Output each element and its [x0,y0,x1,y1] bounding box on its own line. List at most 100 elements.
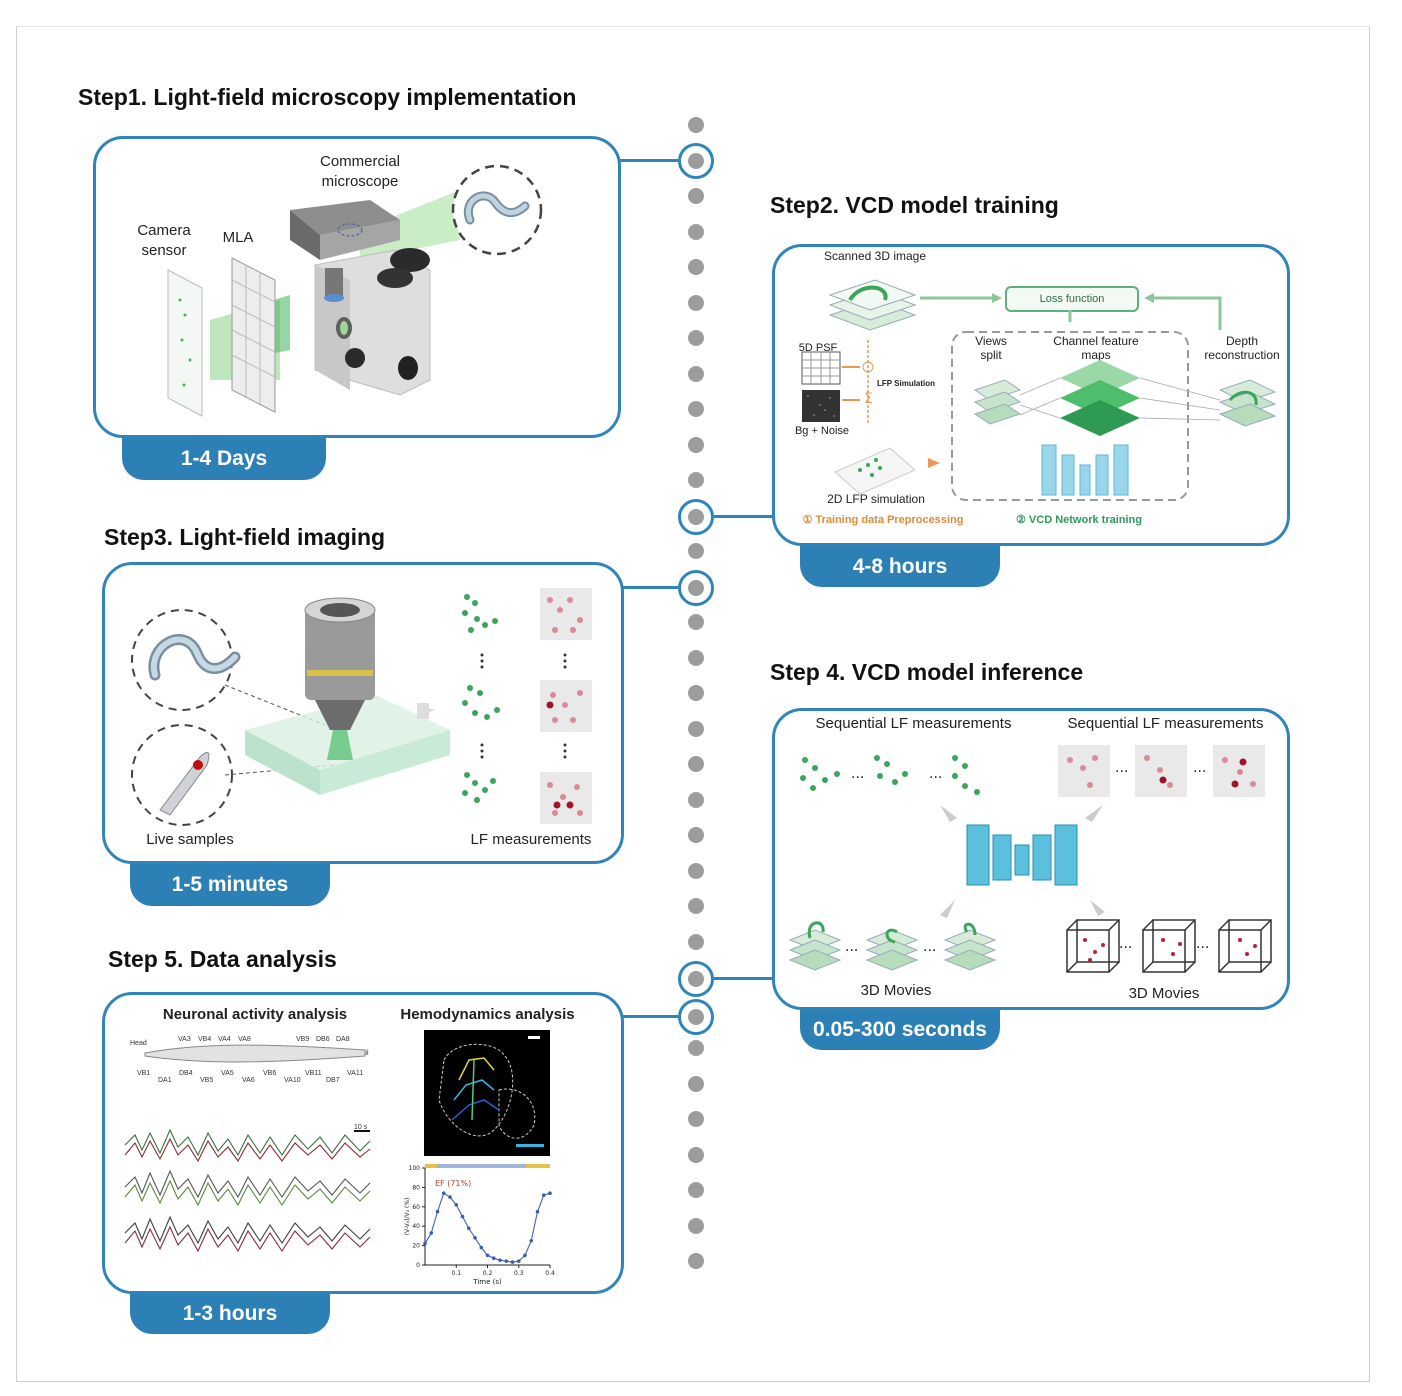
ellipsis-6: ··· [923,943,936,959]
neuron-label: VA10 [284,1077,301,1084]
y-tick-label: 80 [412,1184,420,1191]
channel-maps-label: Channel feature maps [1053,334,1139,363]
neuron-label: VA6 [242,1077,255,1084]
timeline-dot [688,650,704,666]
step1-title: Step1. Light-field microscopy implementa… [78,84,577,110]
timeline-dot [688,401,704,417]
connector-step5 [620,1015,678,1018]
timeline-ring [678,999,714,1035]
step4-duration: 0.05-300 seconds [800,1004,1000,1050]
network-training-label: ② VCD Network training [1016,514,1142,526]
timeline-dot [688,863,704,879]
microscope-label: Commercial microscope [319,153,400,190]
y-tick-label: 20 [412,1243,420,1250]
neuron-label: DB7 [326,1077,340,1084]
mla-label: MLA [222,229,254,246]
preprocessing-label: ① Training data Preprocessing [802,514,964,526]
noise-label: Bg + Noise [794,425,850,437]
data-point [485,1253,490,1258]
step4-title: Step 4. VCD model inference [770,659,1084,685]
y-tick-label: 60 [412,1204,420,1211]
step5-title: Step 5. Data analysis [108,946,337,972]
data-point [466,1226,471,1230]
x-tick-label: 0.2 [483,1270,493,1277]
timeline-ring [678,499,714,535]
timeline-dot [688,898,704,914]
timeline-dot [688,1182,704,1198]
timeline-dot [688,934,704,950]
cycle-bar [425,1164,550,1168]
y-axis-label: (V-V₀)/V₀ (%) [404,1198,411,1236]
movies-left-label: 3D Movies [860,982,932,999]
camera-sensor-label: Camera sensor [137,222,191,259]
timeline-dot [688,756,704,772]
timeline-dot [688,366,704,382]
ellipsis-2: ··· [929,770,942,786]
timeline-dot [688,685,704,701]
connector-step4 [714,977,774,980]
worm-outline [144,1044,366,1063]
heart-image [424,1030,550,1156]
data-point [535,1209,540,1214]
neuron-label: VB4 [198,1036,212,1043]
movies-right-label: 3D Movies [1128,985,1200,1002]
neuron-label: DA8 [336,1036,350,1043]
data-point [510,1260,515,1264]
data-point [541,1193,546,1197]
timeline-dot [688,259,704,275]
neuron-label: VA11 [347,1070,364,1077]
data-point [441,1191,446,1196]
data-point [491,1256,496,1261]
timeline-dot [688,614,704,630]
ellipsis-1: ··· [851,770,864,786]
data-point [548,1191,552,1196]
timeline-dot [688,1253,704,1269]
timeline-dot [688,792,704,808]
lfp2d-label: 2D LFP simulation [827,492,925,506]
neuron-label: VA8 [238,1036,251,1043]
psf-label: 5D PSF [798,342,838,354]
data-point [498,1258,502,1262]
neuron-label: DA1 [158,1077,172,1084]
timeline-dot [688,1040,704,1056]
step5-duration: 1-3 hours [130,1288,330,1334]
x-axis-label: Time (s) [472,1278,502,1286]
connector-step2 [714,515,774,518]
data-point [504,1259,509,1263]
ellipsis-3: ··· [1115,764,1128,780]
timeline-dot [688,827,704,843]
cycle-bar-segment [425,1164,437,1168]
timeline-dot [688,1111,704,1127]
data-point [516,1259,521,1263]
neuron-label: DB6 [316,1036,330,1043]
timeline-dot [688,1218,704,1234]
timeline-dot [688,437,704,453]
data-point [479,1245,484,1250]
vcd-training-illustration: Σ [801,279,1277,501]
neuron-label: VB6 [263,1070,277,1077]
ellipsis-4: ··· [1193,764,1206,780]
x-tick-label: 0.3 [514,1270,524,1277]
neuron-label: VB1 [137,1070,151,1077]
ef-annotation: EF (71%) [435,1179,471,1188]
data-point [429,1231,434,1235]
data-point [423,1241,427,1246]
y-tick-label: 40 [412,1223,420,1230]
head-label: Head [130,1040,147,1047]
neuron-label: VA3 [178,1036,191,1043]
step2-duration: 4-8 hours [800,541,1000,587]
neuron-label: VB9 [296,1036,310,1043]
neuronal-traces [124,1128,371,1253]
data-point [460,1214,465,1219]
views-split-label: Views split [975,334,1007,363]
seq-lf-left-label: Sequential LF measurements [815,715,1012,732]
vcd-inference-illustration: ··· ··· ··· ··· ··· ··· ··· ··· [788,745,1272,973]
data-point [473,1236,477,1240]
hemodynamics-analysis-label: Hemodynamics analysis [400,1006,575,1023]
step1-duration: 1-4 Days [122,432,326,480]
data-point [435,1209,440,1214]
lfp-sim-label: LFP Simulation [876,379,936,388]
lf-measurements-label: LF measurements [470,831,592,848]
step3-title: Step3. Light-field imaging [104,524,386,550]
